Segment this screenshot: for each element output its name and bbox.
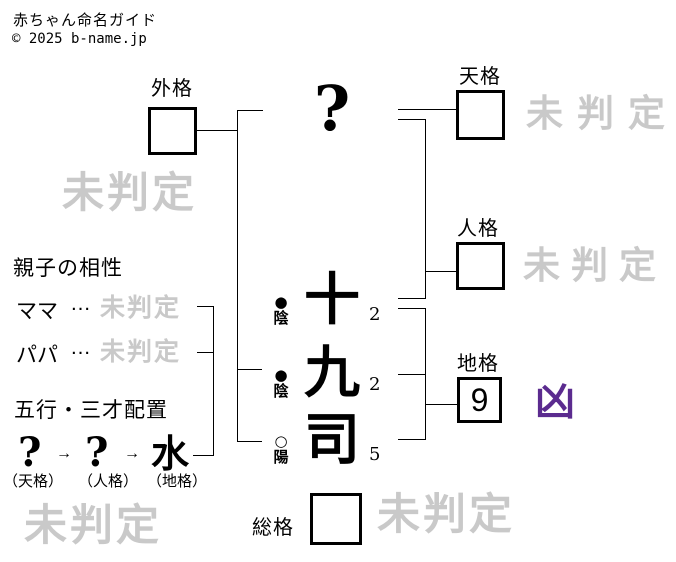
papa-label: パパ [16,344,58,367]
jinkaku-stub-top [398,119,425,120]
mama-dots: … [70,292,92,315]
yin-label: 陰 [273,309,289,327]
mama-judgement: 未判定 [100,293,182,322]
gogyou-stub [193,455,214,456]
papa-judgement: 未判定 [100,337,182,366]
jinkaku-box [456,242,505,290]
yinyang-marker: ● 陰 [270,367,292,399]
arrow-icon: → [56,445,72,462]
chikaku-box: 9 [457,377,502,423]
gogyou-element-tenkaku: ? [18,429,42,476]
mama-stub [197,306,214,307]
jinkaku-stub-bottom [398,298,425,299]
gaikaku-box-line [197,130,237,131]
gogyou-element-chikaku: 水 [151,431,190,476]
gaikaku-box [148,107,197,155]
yinyang-marker: ○ 陽 [270,433,292,465]
soukaku-label: 総格 [252,517,294,539]
gogyou-element-jinkaku: ? [85,429,109,476]
copyright-text: © 2025 b-name.jp [12,31,147,47]
chikaku-stub-top [398,308,425,309]
gaikaku-stub-top [237,110,263,111]
chikaku-stub-mid [398,374,425,375]
gogyou-caption-jinkaku: （人格） [78,473,139,490]
surname-char: ? [313,72,351,145]
gaikaku-stub-mid [237,369,262,370]
yang-symbol: ○ [274,432,288,450]
given-char-2: 九 [304,340,360,406]
papa-dots: … [70,336,92,359]
tenkaku-label: 天格 [459,66,501,88]
chikaku-value: 9 [470,381,489,418]
stroke-count-2: 2 [369,374,381,395]
gaikaku-label: 外格 [151,78,193,100]
stroke-count-1: 2 [369,304,381,325]
stroke-count-3: 5 [369,444,381,465]
compatibility-heading: 親子の相性 [13,257,123,280]
sansai-judgement-watermark: 未判定 [24,501,162,551]
yang-label: 陽 [273,448,289,466]
gogyou-caption-chikaku: （地格） [147,473,208,490]
compat-bracket-vertical [213,306,214,456]
mama-label: ママ [16,300,58,323]
tenkaku-line [398,109,456,110]
given-char-3: 司 [304,407,360,473]
jinkaku-label: 人格 [457,218,499,240]
gaikaku-stub-bottom [237,441,262,442]
page-title: 赤ちゃん命名ガイド [13,12,158,29]
jinkaku-judgement-watermark: 未判定 [523,243,667,287]
yin-label: 陰 [273,382,289,400]
tenkaku-judgement-watermark: 未判定 [526,91,676,135]
yin-symbol: ● [274,293,288,311]
soukaku-judgement-watermark: 未判定 [377,490,515,540]
papa-stub [197,352,214,353]
given-char-1: 十 [304,267,360,333]
gaikaku-judgement-watermark: 未判定 [62,168,198,217]
tenkaku-box [456,90,505,140]
soukaku-box [310,493,362,545]
yin-symbol: ● [274,366,288,384]
gogyou-caption-tenkaku: （天格） [3,473,64,490]
arrow-icon: → [124,445,140,462]
chikaku-box-line [425,404,457,405]
chikaku-judgement: 凶 [535,378,575,425]
chikaku-stub-bottom [398,439,425,440]
yinyang-marker: ● 陰 [270,294,292,326]
chikaku-bracket-vertical [425,308,426,440]
chikaku-label: 地格 [457,353,499,375]
jinkaku-bracket-vertical [425,119,426,299]
jinkaku-box-line [425,271,456,272]
gaikaku-bracket-vertical [237,110,238,442]
gogyou-heading: 五行・三才配置 [14,399,168,422]
